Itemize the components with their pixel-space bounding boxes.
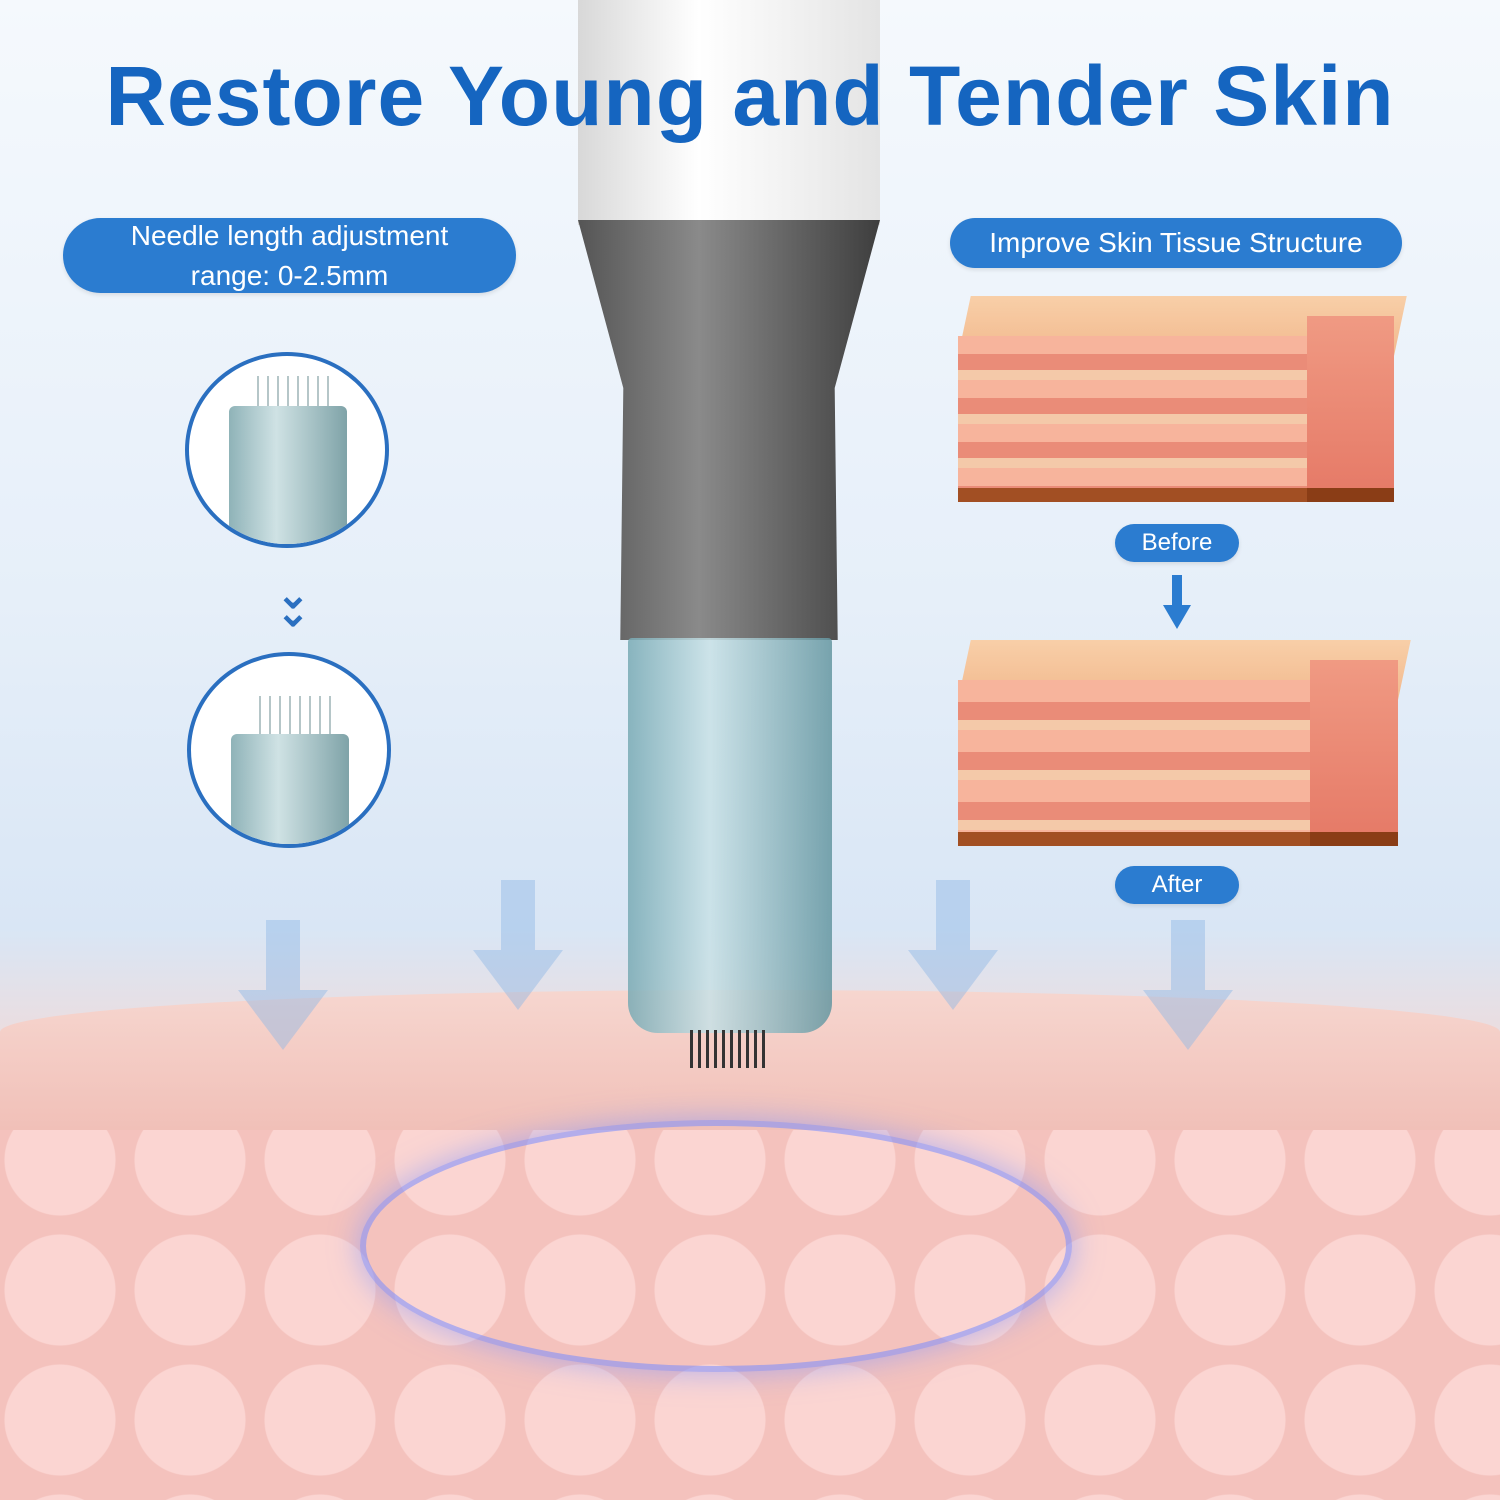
needle-length-label: Needle length adjustment range: 0-2.5mm (63, 218, 516, 293)
before-label: Before (1115, 524, 1239, 562)
skin-layers (958, 336, 1307, 502)
needle-tips (690, 1030, 770, 1068)
pen-handle-top (578, 0, 880, 225)
cartridge-extended-image (187, 652, 391, 848)
background-arrow-down-icon (473, 880, 563, 1010)
page-title: Restore Young and Tender Skin (105, 49, 1395, 143)
background-arrow-down-icon (908, 880, 998, 1010)
skin-before-diagram (958, 296, 1407, 502)
skin-after-diagram (958, 640, 1411, 846)
microneedling-pen (578, 0, 880, 640)
needle-cartridge (628, 638, 832, 1033)
energy-swirl (360, 1120, 1072, 1372)
arrow-down-icon (1163, 575, 1191, 629)
skin-structure-label: Improve Skin Tissue Structure (950, 218, 1402, 268)
skin-layers (958, 680, 1310, 846)
after-label: After (1115, 866, 1239, 904)
cartridge-head (231, 734, 349, 844)
double-chevron-down-icon: ⌄⌄ (276, 573, 310, 635)
cartridge-head (229, 406, 347, 544)
pen-handle-body (578, 220, 880, 640)
needle-length-line2: range: 0-2.5mm (190, 259, 389, 291)
background-arrow-down-icon (1143, 920, 1233, 1050)
needle-length-line1: Needle length adjustment (130, 220, 449, 252)
skin-side (1306, 316, 1394, 502)
cartridge-retracted-image (185, 352, 389, 548)
background-arrow-down-icon (238, 920, 328, 1050)
skin-side (1310, 660, 1398, 846)
